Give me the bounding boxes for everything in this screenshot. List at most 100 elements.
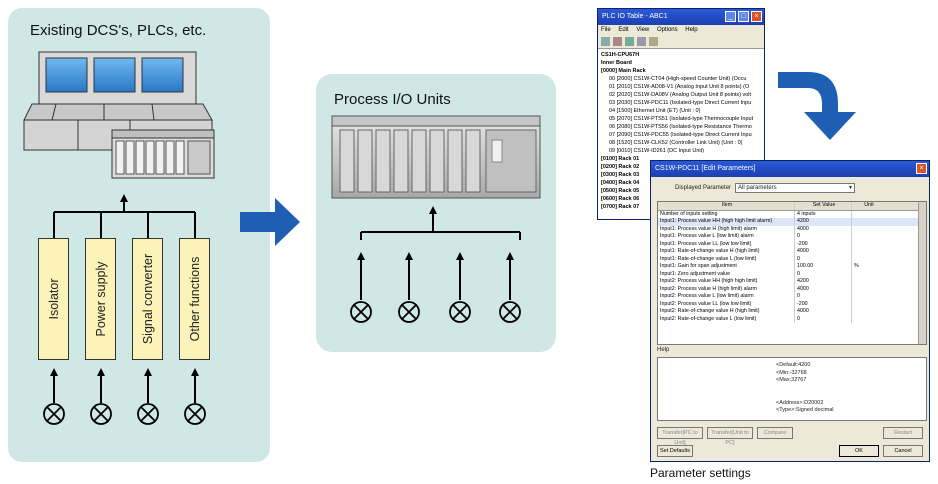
menu-view[interactable]: View <box>636 27 650 33</box>
parameter-settings-caption: Parameter settings <box>650 466 751 480</box>
parameter-value-cell[interactable]: 4000 <box>795 225 852 233</box>
column-header-set-value[interactable]: Set Value <box>795 202 852 210</box>
compare-button[interactable]: Compare <box>757 427 793 439</box>
parameter-unit-cell <box>852 271 884 279</box>
parameter-row[interactable]: Input2: Process value HH (high high limi… <box>658 278 926 286</box>
parameter-unit-cell <box>852 293 884 301</box>
help-line: <Type>:Signed decimal <box>776 407 834 413</box>
parameter-value-cell[interactable]: 0 <box>795 270 852 278</box>
parameter-value-cell[interactable]: 0 <box>795 255 852 263</box>
parameter-item-cell: Input1: Process value LL (low low limit) <box>658 240 795 248</box>
tree-item[interactable]: [0600] Rack 06 <box>601 196 640 202</box>
close-icon[interactable]: × <box>751 11 762 22</box>
sensor-icon <box>137 403 159 425</box>
tree-item[interactable]: 03 [2030] CS1W-PDC11 (Isolated-type Dire… <box>609 100 752 106</box>
transfer-unit-to-pc-button[interactable]: Transfer[Unit to PC] <box>707 427 753 446</box>
parameter-unit-cell <box>852 316 884 324</box>
parameter-row[interactable]: Input2: Process value L (low limit) alar… <box>658 293 926 301</box>
tree-item[interactable]: 07 [2090] CS1W-PDC55 (Isolated-type Dire… <box>609 132 752 138</box>
parameter-row[interactable]: Input1: Process value H (high limit) ala… <box>658 225 926 233</box>
tree-item[interactable]: 02 [2020] CS1W-DA08V (Analog Output Unit… <box>609 92 752 98</box>
parameter-row[interactable]: Input2: Rate-of-change value L (low limi… <box>658 315 926 324</box>
parameter-value-cell[interactable]: 100.00 <box>795 263 852 271</box>
restart-button[interactable]: Restart <box>883 427 923 439</box>
parameter-item-cell: Input1: Process value H (high limit) ala… <box>658 225 795 233</box>
menu-help[interactable]: Help <box>685 27 698 33</box>
parameter-value-cell[interactable]: 4000 <box>795 248 852 256</box>
parameter-value-cell[interactable]: 0 <box>795 315 852 323</box>
tree-item[interactable]: [0100] Rack 01 <box>601 156 640 162</box>
parameter-item-cell: Input1: Rate-of-change value H (high lim… <box>658 248 795 256</box>
grid-scrollbar[interactable] <box>918 202 926 344</box>
parameter-value-cell[interactable]: 4000 <box>795 308 852 316</box>
tree-item[interactable]: 00 [2000] CS1W-CT04 (High-speed Counter … <box>609 76 747 82</box>
parameter-value-cell[interactable]: 0 <box>795 233 852 241</box>
function-box-other-functions: Other functions <box>179 238 210 360</box>
parameter-item-cell: Number of inputs setting <box>658 210 795 218</box>
parameter-row[interactable]: Input1: Process value LL (low low limit)… <box>658 240 926 248</box>
tree-item[interactable]: [0200] Rack 02 <box>601 164 640 170</box>
close-icon[interactable]: × <box>916 163 927 174</box>
parameter-row[interactable]: Input2: Process value H (high limit) ala… <box>658 285 926 293</box>
maximize-icon[interactable]: □ <box>738 11 749 22</box>
parameter-row[interactable]: Input1: Process value HH (high high limi… <box>658 218 926 226</box>
process-io-unit-icon <box>331 115 541 199</box>
tree-item[interactable]: 08 [1520] CS1W-CLK52 (Controller Link Un… <box>609 140 743 146</box>
cancel-button[interactable]: Cancel <box>883 445 923 457</box>
edit-parameters-titlebar: CS1W-PDC11 [Edit Parameters] <box>651 161 929 177</box>
help-line: <Max:32767 <box>776 377 807 383</box>
parameter-item-cell: Input2: Process value LL (low low limit) <box>658 300 795 308</box>
set-defaults-button[interactable]: Set Defaults <box>657 445 693 457</box>
parameter-value-cell[interactable]: 0 <box>795 293 852 301</box>
parameter-value-cell[interactable]: 4000 <box>795 285 852 293</box>
menu-file[interactable]: File <box>601 27 611 33</box>
parameter-unit-cell <box>852 301 884 309</box>
tree-item[interactable]: [0700] Rack 07 <box>601 204 640 210</box>
flow-arrow-icon <box>240 198 300 246</box>
tree-item[interactable]: [0500] Rack 05 <box>601 188 640 194</box>
tree-item[interactable]: 05 [2070] CS1W-PTS51 (Isolated-type Ther… <box>609 116 754 122</box>
tree-item[interactable]: 09 [0010] CS1W-ID261 (DC Input Unit) <box>609 148 704 154</box>
toolbar-save-icon[interactable] <box>613 37 622 46</box>
column-header-unit[interactable]: Unit <box>864 202 874 208</box>
toolbar-transfer-icon[interactable] <box>625 37 634 46</box>
tree-item[interactable]: 04 [1500] Ethernet Unit (ET) (Unit : 0) <box>609 108 701 114</box>
tree-item[interactable]: 01 [2010] CS1W-AD08-V1 (Analog Input Uni… <box>609 84 750 90</box>
help-text: <Default:4200<Min:-32768<Max:32767<Addre… <box>776 362 833 415</box>
menu-options[interactable]: Options <box>656 27 678 33</box>
tree-item[interactable]: [0000] Main Rack <box>601 68 646 74</box>
tree-item[interactable]: 06 [2080] CS1W-PTS56 (Isolated-type Resi… <box>609 124 752 130</box>
toolbar-help-icon[interactable] <box>649 37 658 46</box>
tree-item[interactable]: CS1H-CPU67H <box>601 52 640 58</box>
parameter-row[interactable]: Input2: Rate-of-change value H (high lim… <box>658 308 926 316</box>
parameter-row[interactable]: Input1: Rate-of-change value L (low limi… <box>658 255 926 263</box>
sensor-icon <box>90 403 112 425</box>
help-line: <Min:-32768 <box>776 369 807 376</box>
tree-item[interactable]: Inner Board <box>601 60 632 66</box>
ok-button[interactable]: OK <box>839 445 879 457</box>
parameter-row[interactable]: Input1: Rate-of-change value H (high lim… <box>658 248 926 256</box>
transfer-pc-to-unit-button[interactable]: Transfer[PC to Unit] <box>657 427 703 446</box>
grid-header: Item Set Value Unit <box>658 202 926 211</box>
parameter-value-cell[interactable]: 4 inputs <box>795 210 852 218</box>
displayed-parameter-select[interactable]: All parameters ▼ <box>735 183 855 193</box>
parameter-value-cell[interactable]: 4200 <box>795 218 852 226</box>
parameter-item-cell: Input2: Process value H (high limit) ala… <box>658 285 795 293</box>
sensor-icon <box>350 301 372 323</box>
parameter-value-cell[interactable]: 4200 <box>795 278 852 286</box>
toolbar-open-icon[interactable] <box>601 37 610 46</box>
tree-item[interactable]: [0400] Rack 04 <box>601 180 640 186</box>
menu-edit[interactable]: Edit <box>618 27 629 33</box>
parameter-row[interactable]: Input2: Process value LL (low low limit)… <box>658 300 926 309</box>
parameter-value-cell[interactable]: -200 <box>795 300 852 308</box>
toolbar-compare-icon[interactable] <box>637 37 646 46</box>
parameter-value-cell[interactable]: -200 <box>795 240 852 248</box>
parameter-row[interactable]: Input1: Process value L (low limit) alar… <box>658 233 926 241</box>
column-header-item[interactable]: Item <box>658 202 795 210</box>
tree-item[interactable]: [0300] Rack 03 <box>601 172 640 178</box>
parameter-item-cell: Input1: Zero adjustment value <box>658 270 795 278</box>
minimize-icon[interactable]: _ <box>725 11 736 22</box>
